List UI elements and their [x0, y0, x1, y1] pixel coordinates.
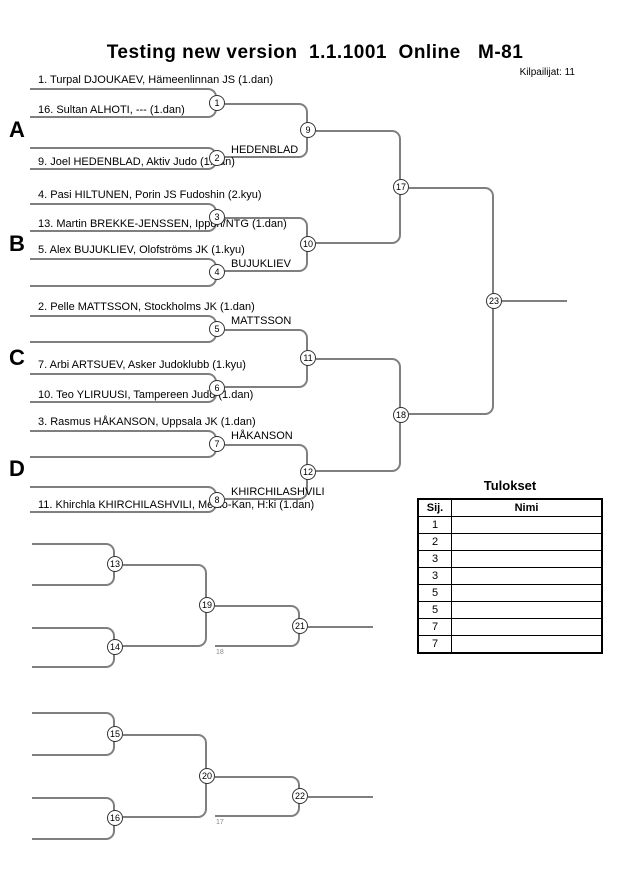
match-circle-5[interactable]: 5 [209, 321, 225, 337]
competitor-entry[interactable]: 5. Alex BUJUKLIEV, Olofströms JK (1.kyu) [38, 244, 245, 256]
match-circle-21[interactable]: 21 [292, 618, 308, 634]
match-circle-1[interactable]: 1 [209, 95, 225, 111]
match-circle-19[interactable]: 19 [199, 597, 215, 613]
bracket-line [123, 564, 207, 647]
results-table: Sij. Nimi 1 2 3 3 5 5 7 7 [417, 498, 603, 654]
result-place: 3 [417, 550, 452, 568]
match-circle-2[interactable]: 2 [209, 150, 225, 166]
result-place: 5 [417, 584, 452, 602]
match-circle-23[interactable]: 23 [486, 293, 502, 309]
pool-label-d: D [9, 456, 25, 481]
pool-label-c: C [9, 345, 25, 370]
results-row: 5 [417, 601, 603, 619]
results-header-row: Sij. Nimi [417, 498, 603, 517]
competitor-entry[interactable]: 7. Arbi ARTSUEV, Asker Judoklubb (1.kyu) [38, 359, 246, 371]
results-row: 1 [417, 516, 603, 534]
match-circle-12[interactable]: 12 [300, 464, 316, 480]
competitor-entry[interactable]: 4. Pasi HILTUNEN, Porin JS Fudoshin (2.k… [38, 189, 262, 201]
bracket-line [30, 258, 217, 287]
bracket-line [30, 315, 217, 343]
winner-label-khirchilashvili: KHIRCHILASHVILI [231, 486, 325, 498]
bracket-line [32, 543, 115, 586]
results-row: 7 [417, 635, 603, 654]
result-name [451, 550, 603, 568]
result-name [451, 584, 603, 602]
match-circle-16[interactable]: 16 [107, 810, 123, 826]
winner-label-hakanson: HÅKANSON [231, 430, 293, 442]
results-row: 7 [417, 618, 603, 636]
bracket-line [316, 358, 401, 472]
bracket-line [308, 626, 373, 628]
result-place: 5 [417, 601, 452, 619]
bracket-line [32, 627, 115, 668]
winner-label-hedenblad: HEDENBLAD [231, 144, 299, 156]
bracket-line [215, 605, 300, 647]
result-place: 7 [417, 635, 452, 654]
pool-label-a: A [9, 117, 25, 142]
result-name [451, 618, 603, 636]
match-circle-18[interactable]: 18 [393, 407, 409, 423]
match-circle-11[interactable]: 11 [300, 350, 316, 366]
results-panel: Tulokset Sij. Nimi 1 2 3 3 5 5 7 7 [417, 478, 603, 654]
bracket-line [32, 797, 115, 840]
competitor-entry[interactable]: 13. Martin BREKKE-JENSSEN, Ippon/NTG (1.… [38, 218, 287, 230]
match-circle-22[interactable]: 22 [292, 788, 308, 804]
results-row: 5 [417, 584, 603, 602]
results-header-nimi: Nimi [451, 498, 603, 517]
bracket-line [316, 130, 401, 244]
match-circle-9[interactable]: 9 [300, 122, 316, 138]
result-name [451, 601, 603, 619]
repechage-feed-label: 17 [216, 819, 224, 826]
competitor-entry[interactable]: 10. Teo YLIRUUSI, Tampereen Judo (1.dan) [38, 389, 254, 401]
result-place: 7 [417, 618, 452, 636]
competitor-entry[interactable]: 16. Sultan ALHOTI, --- (1.dan) [38, 104, 185, 116]
match-circle-8[interactable]: 8 [209, 492, 225, 508]
match-circle-14[interactable]: 14 [107, 639, 123, 655]
result-place: 2 [417, 533, 452, 551]
page-title: Testing new version 1.1.1001 Online M-81 [106, 42, 524, 63]
winner-label-bujukliev: BUJUKLIEV [231, 258, 291, 270]
match-circle-4[interactable]: 4 [209, 264, 225, 280]
bracket-line [308, 796, 373, 798]
match-circle-17[interactable]: 17 [393, 179, 409, 195]
competitor-entry[interactable]: 11. Khirchla KHIRCHILASHVILI, Meido-Kan,… [38, 499, 315, 511]
competitor-entry[interactable]: 2. Pelle MATTSSON, Stockholms JK (1.dan) [38, 301, 255, 313]
bracket-line [215, 776, 300, 817]
competitors-count: Kilpailijat: 11 [519, 67, 575, 78]
competitor-entry[interactable]: 9. Joel HEDENBLAD, Aktiv Judo (1.dan) [38, 156, 235, 168]
results-row: 2 [417, 533, 603, 551]
results-row: 3 [417, 550, 603, 568]
bracket-line [409, 187, 494, 415]
repechage-feed-label: 18 [216, 649, 224, 656]
competitor-entry[interactable]: 1. Turpal DJOUKAEV, Hämeenlinnan JS (1.d… [38, 74, 273, 86]
match-circle-15[interactable]: 15 [107, 726, 123, 742]
match-circle-10[interactable]: 10 [300, 236, 316, 252]
bracket-line [502, 300, 567, 302]
result-place: 1 [417, 516, 452, 534]
result-place: 3 [417, 567, 452, 585]
match-circle-7[interactable]: 7 [209, 436, 225, 452]
result-name [451, 516, 603, 534]
bracket-line [32, 712, 115, 756]
result-name [451, 533, 603, 551]
match-circle-3[interactable]: 3 [209, 209, 225, 225]
bracket-line [123, 734, 207, 818]
results-title: Tulokset [483, 478, 537, 493]
winner-label-mattsson: MATTSSON [231, 315, 292, 327]
competitor-entry[interactable]: 3. Rasmus HÅKANSON, Uppsala JK (1.dan) [38, 416, 256, 428]
result-name [451, 567, 603, 585]
result-name [451, 635, 603, 654]
match-circle-6[interactable]: 6 [209, 380, 225, 396]
pool-label-b: B [9, 231, 25, 256]
match-circle-20[interactable]: 20 [199, 768, 215, 784]
results-row: 3 [417, 567, 603, 585]
match-circle-13[interactable]: 13 [107, 556, 123, 572]
bracket-line [30, 430, 217, 458]
results-header-sij: Sij. [417, 498, 452, 517]
